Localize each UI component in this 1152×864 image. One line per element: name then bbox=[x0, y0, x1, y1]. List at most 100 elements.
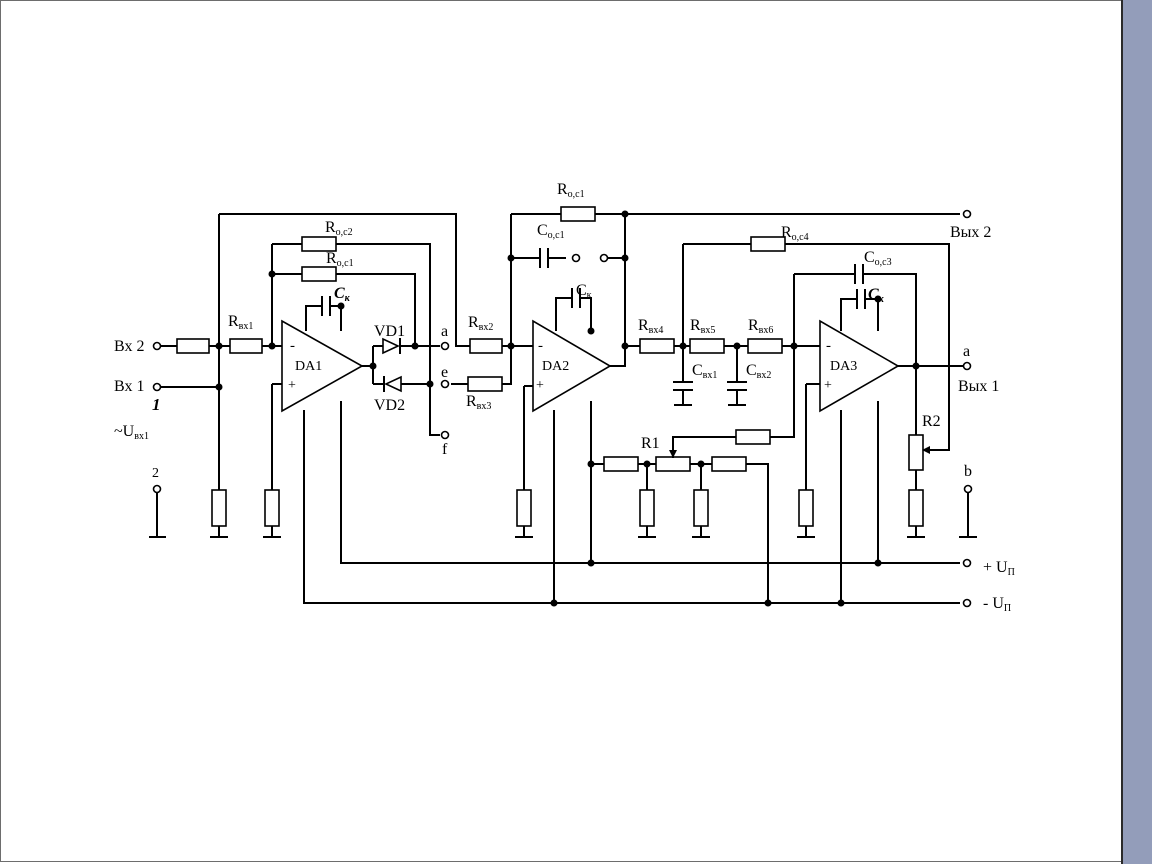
label-rvx1: Rвх1 bbox=[228, 313, 253, 332]
label-uin: ~Uвх1 bbox=[114, 423, 149, 442]
opamp-da2 bbox=[532, 319, 612, 413]
capacitor-coc1 bbox=[539, 248, 549, 268]
resistor-rvx2 bbox=[469, 338, 503, 354]
label-vd2: VD2 bbox=[374, 397, 405, 414]
resistor-gnd-7 bbox=[908, 489, 924, 527]
label-in2: Вх 2 bbox=[114, 338, 144, 355]
terminal-2 bbox=[152, 484, 162, 494]
capacitors bbox=[321, 248, 866, 391]
da2-plus: + bbox=[536, 378, 544, 393]
opamp-da1 bbox=[281, 319, 364, 413]
label-node-e: e bbox=[441, 364, 448, 381]
label-num1: 1 bbox=[152, 395, 161, 414]
label-out1: Вых 1 bbox=[958, 378, 999, 395]
resistor-in2 bbox=[176, 338, 210, 354]
terminal-coc1-right bbox=[599, 253, 609, 263]
label-b-out: b bbox=[964, 463, 972, 480]
label-rvx4: Rвх4 bbox=[638, 317, 663, 336]
resistor-gnd-5 bbox=[693, 489, 709, 527]
label-rvx5: Rвх5 bbox=[690, 317, 715, 336]
label-da2: DA2 bbox=[542, 359, 569, 374]
label-ck-da2: Cк bbox=[576, 282, 592, 301]
label-cvx2: Cвх2 bbox=[746, 362, 771, 381]
resistor-gnd-6 bbox=[798, 489, 814, 527]
resistor-rvx6 bbox=[747, 338, 783, 354]
label-rvx2: Rвх2 bbox=[468, 314, 493, 333]
capacitor-cvx1 bbox=[673, 381, 693, 391]
da3-minus: - bbox=[826, 338, 831, 354]
label-r2: R2 bbox=[922, 413, 941, 430]
label-rvx6: Rвх6 bbox=[748, 317, 773, 336]
label-node-a: a bbox=[441, 323, 448, 340]
terminal-b bbox=[963, 484, 973, 494]
resistor-r1-left bbox=[603, 456, 639, 472]
label-plus-supply: + UП bbox=[983, 559, 1015, 578]
resistor-gnd-1 bbox=[211, 489, 227, 527]
resistor-roc4 bbox=[750, 236, 786, 252]
terminal-in2 bbox=[152, 341, 162, 351]
capacitor-cvx2 bbox=[727, 381, 747, 391]
label-node-f: f bbox=[442, 441, 448, 458]
resistor-rvx3 bbox=[467, 376, 503, 392]
da1-plus: + bbox=[288, 378, 296, 393]
label-in1: Вх 1 bbox=[114, 378, 144, 395]
label-da3: DA3 bbox=[830, 359, 857, 374]
label-rvx3: Rвх3 bbox=[466, 393, 491, 412]
diode-vd2 bbox=[384, 375, 402, 393]
open-terminals bbox=[152, 209, 973, 608]
resistor-r1-right bbox=[711, 456, 747, 472]
slide-frame bbox=[0, 0, 1121, 862]
label-coc3: Cо,с3 bbox=[864, 249, 892, 268]
resistor-roc1-da1 bbox=[301, 266, 337, 282]
diodes bbox=[382, 337, 402, 393]
resistor-rvx4 bbox=[639, 338, 675, 354]
terminal-node-e bbox=[440, 379, 450, 389]
label-out2: Вых 2 bbox=[950, 224, 991, 241]
resistor-r1 bbox=[655, 456, 691, 472]
label-roc4: Rо,с4 bbox=[781, 224, 809, 243]
r1-wiper-arrow bbox=[669, 450, 677, 458]
resistor-roc1-da2 bbox=[560, 206, 596, 222]
resistor-rvx5 bbox=[689, 338, 725, 354]
right-sidebar bbox=[1121, 0, 1152, 864]
resistor-gnd-4 bbox=[639, 489, 655, 527]
label-num2: 2 bbox=[152, 466, 159, 481]
labels: Вх 2 Вх 1 1 ~Uвх1 2 Rвх1 Rо,с2 Rо,с1 Cк … bbox=[114, 181, 1015, 614]
label-cvx1: Cвх1 bbox=[692, 362, 717, 381]
da1-minus: - bbox=[290, 338, 295, 354]
label-r1: R1 bbox=[641, 435, 660, 452]
capacitor-coc3 bbox=[854, 264, 864, 284]
capacitor-ck-da2 bbox=[571, 288, 581, 308]
terminal-in1 bbox=[152, 382, 162, 392]
resistors bbox=[176, 206, 924, 527]
terminal-node-a bbox=[440, 341, 450, 351]
da3-plus: + bbox=[824, 378, 832, 393]
label-da1: DA1 bbox=[295, 359, 322, 374]
wires bbox=[149, 213, 977, 604]
label-coc1: Cо,с1 bbox=[537, 222, 565, 241]
label-vd1: VD1 bbox=[374, 323, 405, 340]
terminal-out2 bbox=[962, 209, 972, 219]
resistor-r1-feedback bbox=[735, 429, 771, 445]
terminal-plus-supply bbox=[962, 558, 972, 568]
capacitor-ck-da3 bbox=[856, 289, 866, 309]
resistor-r2 bbox=[908, 434, 924, 471]
terminal-minus-supply bbox=[962, 598, 972, 608]
resistor-gnd-2 bbox=[264, 489, 280, 527]
label-minus-supply: - UП bbox=[983, 595, 1011, 614]
terminal-out1 bbox=[962, 361, 972, 371]
label-roc1-da2: Rо,с1 bbox=[557, 181, 585, 200]
circuit-schematic: - + - + - + bbox=[114, 181, 1015, 614]
terminal-coc1-left bbox=[571, 253, 581, 263]
label-ck-da3: Cк bbox=[868, 286, 885, 305]
label-roc1-da1: Rо,с1 bbox=[326, 250, 354, 269]
resistor-rvx1 bbox=[229, 338, 263, 354]
r2-wiper-arrow bbox=[922, 446, 930, 454]
terminal-node-f bbox=[440, 430, 450, 440]
resistor-roc2 bbox=[301, 236, 337, 252]
opamp-da3 bbox=[819, 319, 900, 413]
capacitor-ck-da1 bbox=[321, 296, 331, 316]
resistor-gnd-3 bbox=[516, 489, 532, 527]
diode-vd1 bbox=[382, 337, 400, 355]
label-roc2: Rо,с2 bbox=[325, 219, 353, 238]
